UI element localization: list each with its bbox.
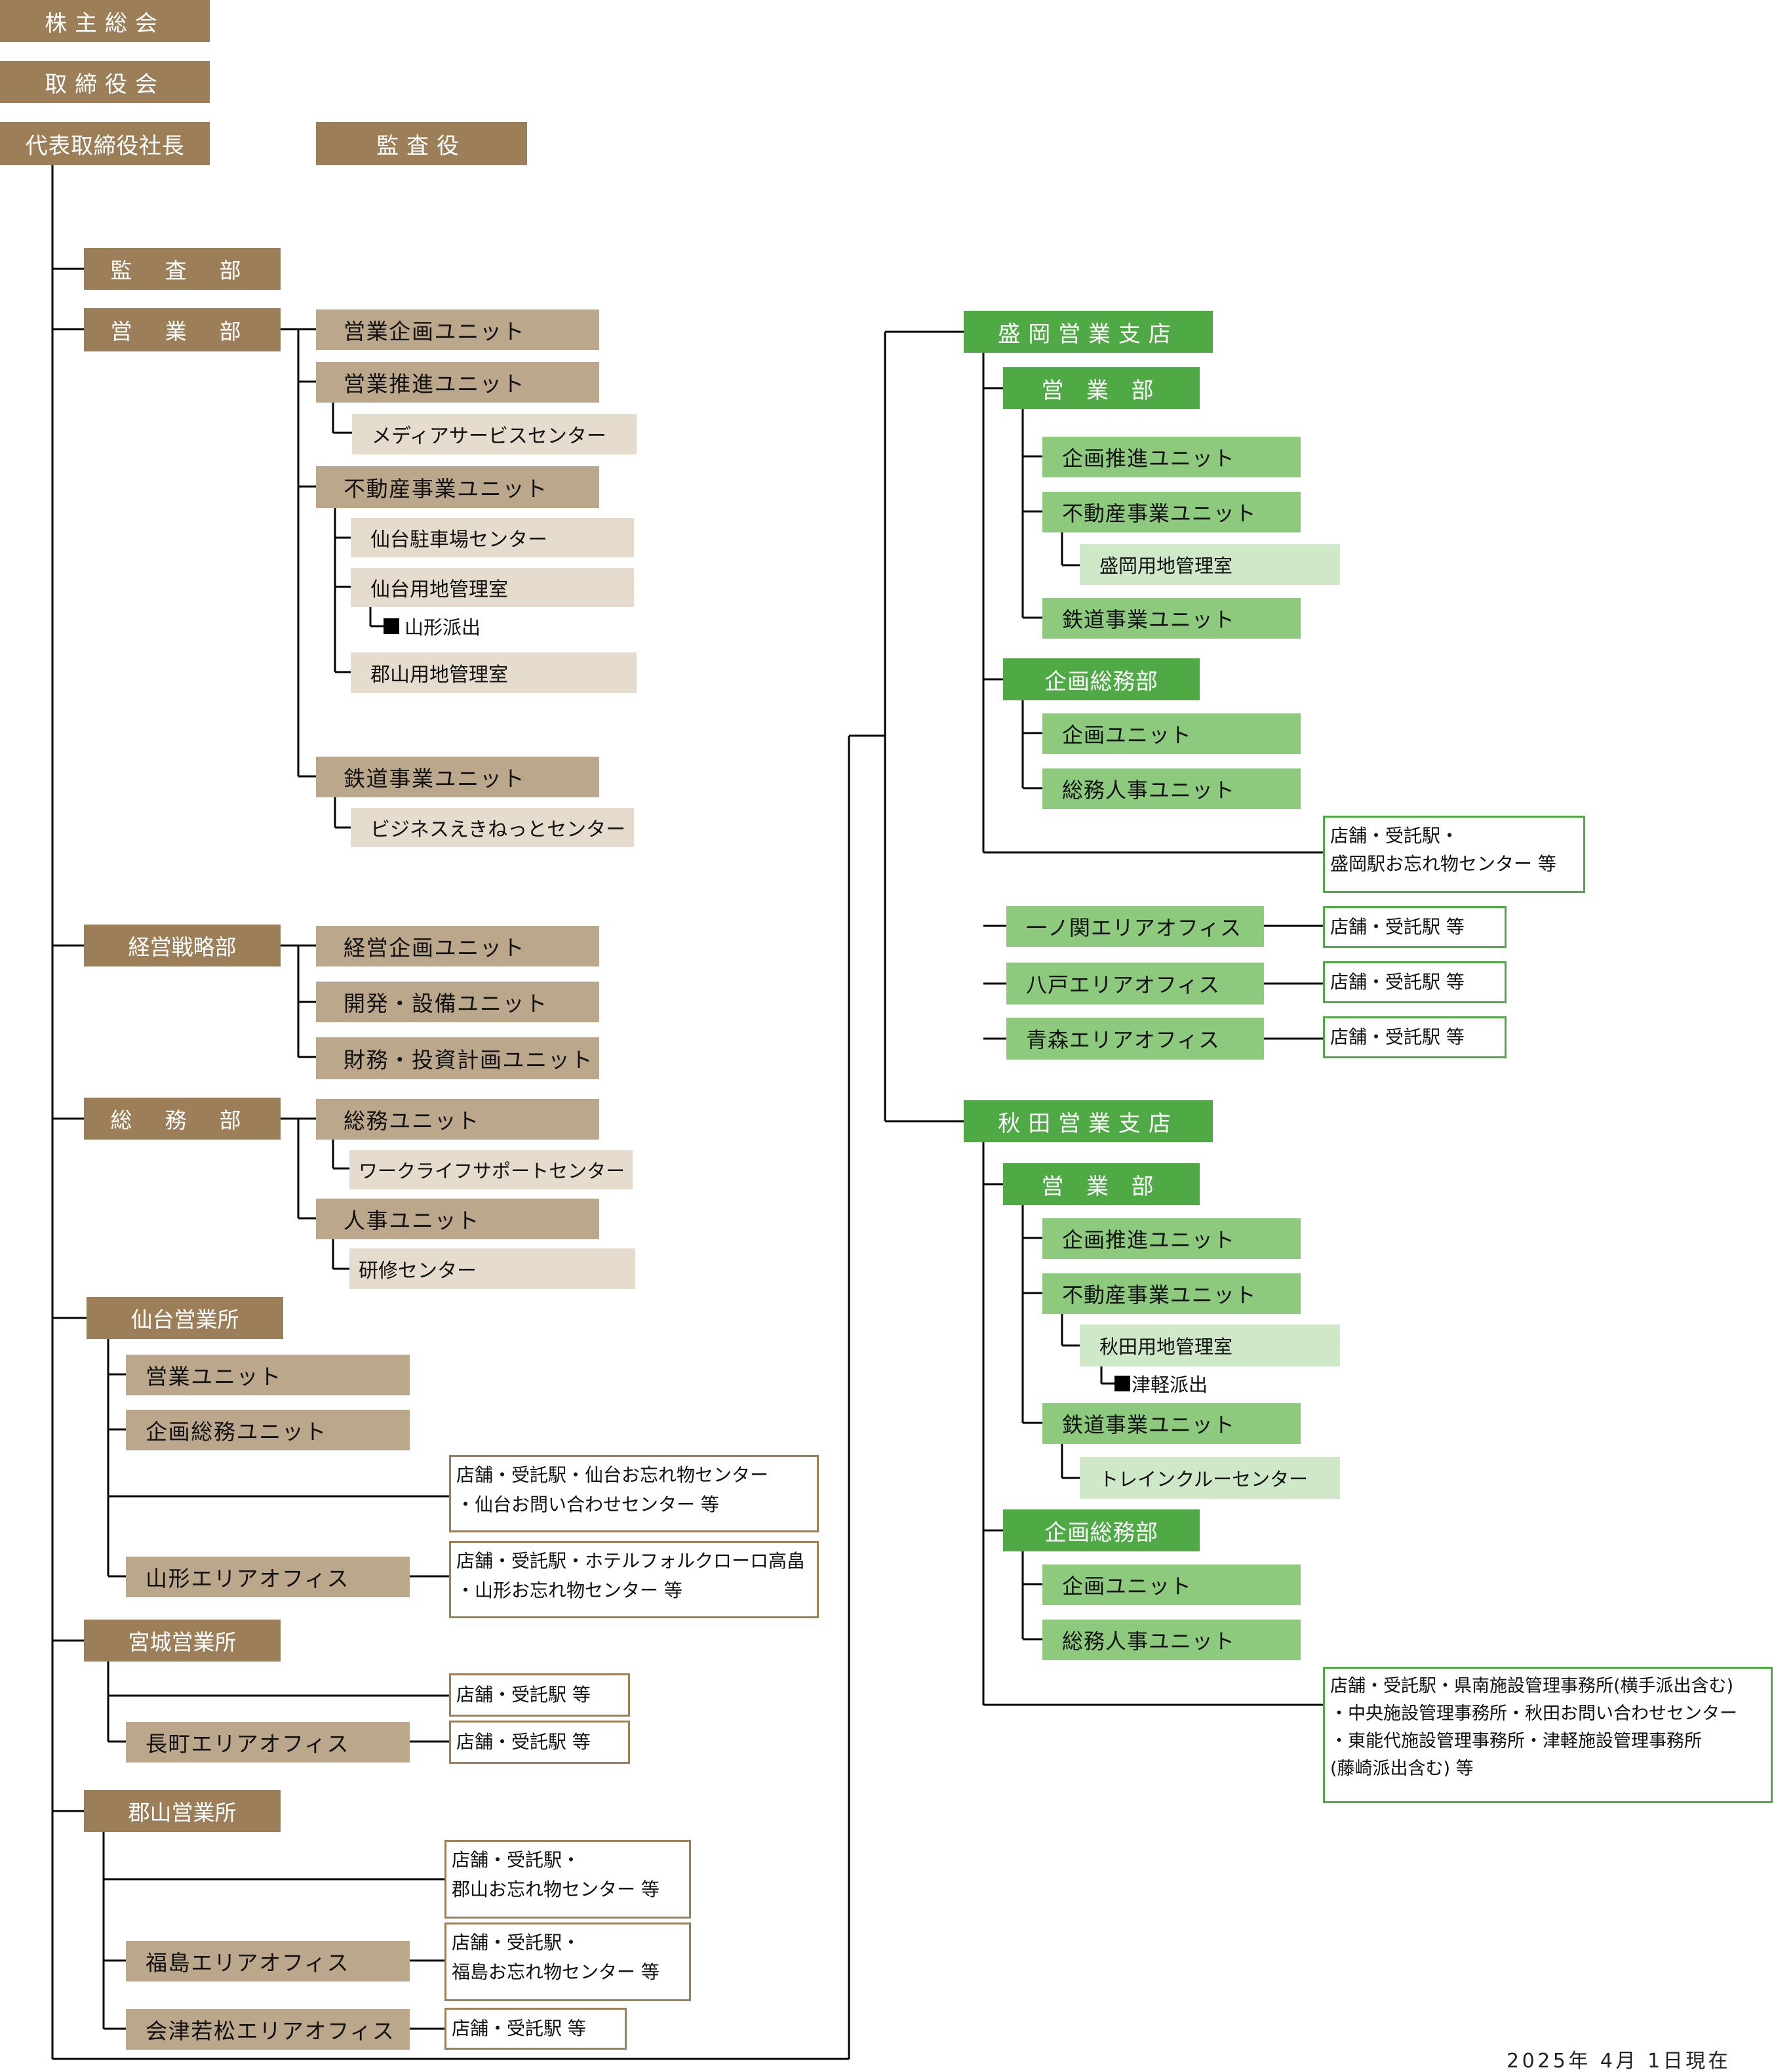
akita-sales-department: 営 業 部 <box>1003 1163 1200 1205</box>
strategy-unit-1: 経営企画ユニット <box>316 926 599 966</box>
aizu-area-office: 会津若松エリアオフィス <box>126 2009 410 2050</box>
ichinoseki-stores-box: 店舗・受託駅 等 <box>1323 906 1507 948</box>
general-affairs-department: 総 務 部 <box>84 1098 281 1140</box>
miyagi-sales-office: 宮城営業所 <box>84 1620 281 1662</box>
training-center: 研修センター <box>349 1248 635 1289</box>
hachinohe-stores-box: 店舗・受託駅 等 <box>1323 961 1507 1003</box>
real-estate-unit: 不動産事業ユニット <box>316 466 599 508</box>
koriyama-stores-box: 店舗・受託駅・ 郡山お忘れ物センター 等 <box>444 1840 691 1919</box>
sendai-sales-office: 仙台営業所 <box>87 1297 283 1339</box>
yamagata-stores-line-2: ・山形お忘れ物センター 等 <box>456 1579 682 1601</box>
morioka-admin-planning-unit: 企画ユニット <box>1042 713 1301 754</box>
fukushima-stores-line-1: 店舗・受託駅・ <box>452 1932 581 1953</box>
koriyama-stores-line-1: 店舗・受託駅・ <box>452 1849 581 1871</box>
fukushima-area-office: 福島エリアオフィス <box>126 1941 410 1982</box>
sendai-land-office: 仙台用地管理室 <box>351 568 634 607</box>
yamagata-stores-line-1: 店舗・受託駅・ホテルフォルクローロ高畠 <box>456 1550 806 1572</box>
tsugaru-dispatch: 津軽派出 <box>1114 1372 1208 1396</box>
morioka-stores-box: 店舗・受託駅・ 盛岡駅お忘れ物センター 等 <box>1323 816 1585 893</box>
as-of-date: 2025年 4月 1日現在 <box>1507 2050 1731 2072</box>
nagamachi-stores-box: 店舗・受託駅 等 <box>449 1721 630 1764</box>
auditor: 監査役 <box>316 122 527 165</box>
sendai-stores-box: 店舗・受託駅・仙台お忘れ物センター ・仙台お問い合わせセンター 等 <box>449 1455 819 1532</box>
fukushima-stores-line-2: 福島お忘れ物センター 等 <box>452 1961 660 1983</box>
akita-branch: 秋田営業支店 <box>964 1100 1213 1142</box>
strategy-unit-3: 財務・投資計画ユニット <box>316 1037 599 1079</box>
miyagi-stores-box: 店舗・受託駅 等 <box>449 1673 630 1717</box>
akita-real-estate-unit: 不動産事業ユニット <box>1042 1273 1301 1314</box>
morioka-sales-department: 営 業 部 <box>1003 367 1200 409</box>
akita-railway-unit: 鉄道事業ユニット <box>1042 1403 1301 1444</box>
sendai-stores-line-1: 店舗・受託駅・仙台お忘れ物センター <box>456 1464 769 1486</box>
morioka-planning-unit: 企画推進ユニット <box>1042 437 1301 477</box>
nagamachi-area-office: 長町エリアオフィス <box>126 1722 410 1763</box>
audit-department: 監 査 部 <box>84 248 281 290</box>
akita-stores-box: 店舗・受託駅・県南施設管理事務所(横手派出含む) ・中央施設管理事務所・秋田お問… <box>1323 1667 1773 1803</box>
koriyama-land-office: 郡山用地管理室 <box>351 652 637 693</box>
ichinoseki-area-office: 一ノ関エリアオフィス <box>1006 906 1264 947</box>
sendai-stores-line-2: ・仙台お問い合わせセンター 等 <box>456 1493 719 1515</box>
koriyama-sales-office: 郡山営業所 <box>84 1790 281 1832</box>
morioka-real-estate-unit: 不動産事業ユニット <box>1042 492 1301 532</box>
media-service-center: メディアサービスセンター <box>352 414 637 454</box>
sendai-parking-center: 仙台駐車場センター <box>351 518 634 557</box>
shareholders-meeting: 株主総会 <box>0 0 210 42</box>
aomori-area-office: 青森エリアオフィス <box>1006 1018 1264 1060</box>
yamagata-dispatch-label: 山形派出 <box>404 616 481 639</box>
akita-stores-line-4: (藤崎派出含む) 等 <box>1330 1758 1474 1779</box>
board-of-directors: 取締役会 <box>0 61 210 103</box>
strategy-department: 経営戦略部 <box>84 925 281 966</box>
morioka-stores-line-2: 盛岡駅お忘れ物センター 等 <box>1330 853 1556 875</box>
yamagata-area-office: 山形エリアオフィス <box>126 1557 410 1597</box>
sendai-planning-unit: 企画総務ユニット <box>126 1410 410 1450</box>
train-crew-center: トレインクルーセンター <box>1080 1457 1340 1499</box>
akita-stores-line-2: ・中央施設管理事務所・秋田お問い合わせセンター <box>1330 1703 1737 1724</box>
akita-planning-unit: 企画推進ユニット <box>1042 1218 1301 1259</box>
akita-land-office: 秋田用地管理室 <box>1080 1325 1340 1366</box>
akita-admin-hr-unit: 総務人事ユニット <box>1042 1620 1301 1660</box>
worklife-support-center: ワークライフサポートセンター <box>349 1150 633 1189</box>
morioka-land-office: 盛岡用地管理室 <box>1080 544 1340 585</box>
tsugaru-dispatch-label: 津軽派出 <box>1132 1374 1208 1396</box>
president: 代表取締役社長 <box>0 122 210 165</box>
hachinohe-area-office: 八戸エリアオフィス <box>1006 963 1264 1005</box>
fukushima-stores-box: 店舗・受託駅・ 福島お忘れ物センター 等 <box>444 1923 691 2001</box>
sendai-sales-unit: 営業ユニット <box>126 1355 410 1395</box>
akita-stores-line-1: 店舗・受託駅・県南施設管理事務所(横手派出含む) <box>1330 1676 1734 1696</box>
sales-department: 営 業 部 <box>84 308 281 351</box>
general-affairs-unit: 総務ユニット <box>316 1099 599 1140</box>
aizu-stores-box: 店舗・受託駅 等 <box>444 2008 627 2050</box>
sales-planning-unit: 営業企画ユニット <box>316 309 599 350</box>
railway-unit: 鉄道事業ユニット <box>316 757 599 797</box>
koriyama-stores-line-2: 郡山お忘れ物センター 等 <box>452 1878 660 1900</box>
business-ekinet-center: ビジネスえきねっとセンター <box>351 808 634 847</box>
yamagata-stores-box: 店舗・受託駅・ホテルフォルクローロ高畠 ・山形お忘れ物センター 等 <box>449 1541 819 1618</box>
akita-stores-line-3: ・東能代施設管理事務所・津軽施設管理事務所 <box>1330 1730 1702 1751</box>
strategy-unit-2: 開発・設備ユニット <box>316 982 599 1022</box>
morioka-railway-unit: 鉄道事業ユニット <box>1042 598 1301 639</box>
square-marker-icon <box>1114 1376 1130 1391</box>
akita-admin-planning-unit: 企画ユニット <box>1042 1564 1301 1605</box>
square-marker-icon <box>384 618 399 634</box>
yamagata-dispatch: 山形派出 <box>384 614 481 639</box>
akita-admin-department: 企画総務部 <box>1003 1509 1200 1551</box>
sales-promotion-unit: 営業推進ユニット <box>316 362 599 403</box>
hr-unit: 人事ユニット <box>316 1199 599 1239</box>
morioka-stores-line-1: 店舗・受託駅・ <box>1330 825 1459 847</box>
morioka-admin-department: 企画総務部 <box>1003 658 1200 700</box>
aomori-stores-box: 店舗・受託駅 等 <box>1323 1016 1507 1058</box>
morioka-admin-hr-unit: 総務人事ユニット <box>1042 768 1301 809</box>
morioka-branch: 盛岡営業支店 <box>964 311 1213 353</box>
